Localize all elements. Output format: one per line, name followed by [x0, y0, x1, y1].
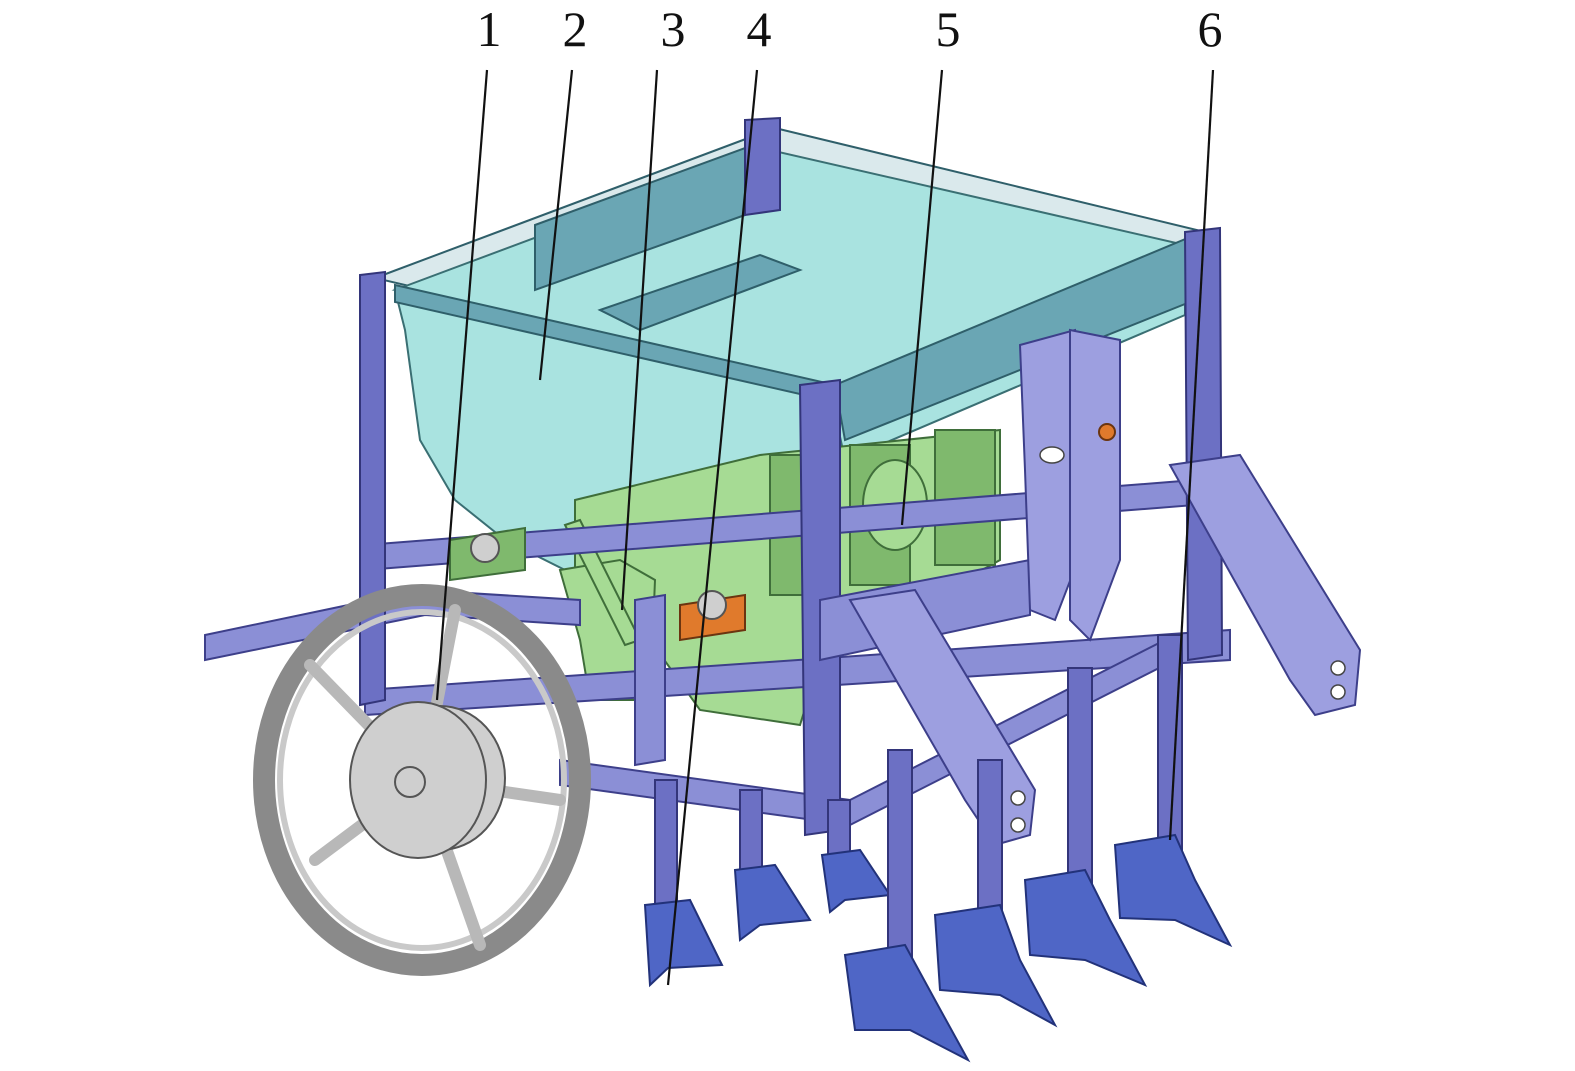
- side-post: [634, 593, 666, 767]
- callouts: 1 2 3 4 5 6: [435, 1, 1223, 986]
- bearing-right-hub: [697, 590, 727, 620]
- opener-shank-5: [977, 759, 1003, 921]
- opener-share-4: [843, 943, 971, 1063]
- opener-share-7: [1113, 833, 1233, 948]
- wheel-axle: [394, 766, 426, 798]
- callout-3: 3: [661, 1, 686, 57]
- rear-arm-right: [1168, 453, 1362, 717]
- furrow-openers: [643, 634, 1233, 1063]
- hitch-plate-right: [1069, 328, 1121, 642]
- leader-line-5: [900, 69, 944, 526]
- callout-5: 5: [936, 1, 961, 57]
- post-front-right: [1183, 226, 1224, 662]
- leader-line-1: [435, 69, 489, 701]
- arm-hole-2: [1330, 684, 1346, 700]
- opener-share-1: [643, 898, 724, 988]
- opener-shank-1: [654, 779, 678, 911]
- hitch-slot: [1039, 446, 1065, 464]
- opener-share-2: [733, 863, 812, 942]
- arm-hole-3: [1010, 790, 1026, 806]
- wheel-rim-inner: [277, 609, 567, 951]
- leader-line-4: [666, 69, 759, 986]
- seed-hopper: [371, 126, 1209, 577]
- ground-wheel: [253, 584, 591, 976]
- callout-2: 2: [563, 1, 588, 57]
- post-front-left: [359, 270, 386, 707]
- arm-hole-4: [1010, 817, 1026, 833]
- opener-share-5: [933, 903, 1058, 1028]
- bearing-left-hub: [470, 533, 500, 563]
- opener-share-3: [820, 848, 892, 914]
- hitch-pin: [1098, 423, 1116, 441]
- opener-shank-4: [887, 749, 913, 961]
- opener-shank-7: [1157, 634, 1183, 851]
- arm-hole-1: [1330, 660, 1346, 676]
- hopper-inner-panel-mid: [597, 253, 803, 332]
- leader-line-3: [620, 69, 659, 611]
- opener-share-6: [1023, 868, 1148, 988]
- leader-line-6: [1168, 69, 1215, 841]
- callout-6: 6: [1198, 1, 1223, 57]
- callout-1: 1: [477, 1, 502, 57]
- wheel-rim: [253, 584, 591, 976]
- opener-shank-6: [1067, 667, 1093, 889]
- callout-4: 4: [747, 1, 772, 57]
- leader-line-2: [538, 69, 574, 381]
